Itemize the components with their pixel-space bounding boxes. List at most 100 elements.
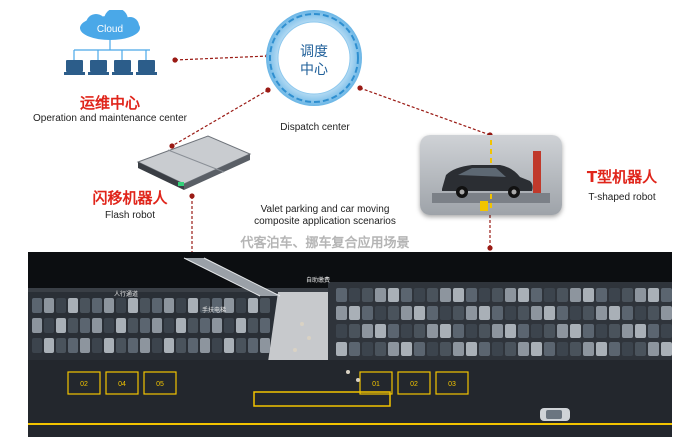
parked-car	[414, 324, 425, 338]
parked-car	[583, 288, 594, 302]
parked-car	[583, 324, 594, 338]
t-robot-en-label: T-shaped robot	[588, 192, 656, 203]
parked-car	[661, 306, 672, 320]
parked-car	[648, 342, 659, 356]
parked-car	[479, 306, 490, 320]
parked-car	[375, 342, 386, 356]
parked-car	[140, 338, 150, 353]
parked-car	[427, 306, 438, 320]
parked-car	[544, 342, 555, 356]
parked-car	[44, 298, 54, 313]
entry-sign: 人行通道	[114, 290, 138, 298]
parked-car	[609, 324, 620, 338]
parked-car	[440, 306, 451, 320]
parked-car	[622, 324, 633, 338]
parked-car	[236, 318, 246, 333]
parked-car	[224, 318, 234, 333]
parked-car	[152, 318, 162, 333]
flash-robot-illustration	[136, 135, 252, 190]
parked-car	[648, 324, 659, 338]
dispatch-center-globe: 调度 中心	[266, 10, 362, 106]
parked-car	[200, 318, 210, 333]
parked-car	[609, 342, 620, 356]
parked-car	[260, 298, 270, 313]
parked-car	[570, 306, 581, 320]
parked-car	[44, 338, 54, 353]
parked-car	[544, 324, 555, 338]
parked-car	[414, 288, 425, 302]
parked-car	[336, 306, 347, 320]
t-robot-car-illustration	[432, 140, 550, 211]
parked-car	[362, 288, 373, 302]
parked-car	[466, 306, 477, 320]
parked-car	[401, 288, 412, 302]
parked-car	[336, 324, 347, 338]
parked-car	[570, 324, 581, 338]
scenario-en-line1: Valet parking and car moving	[260, 204, 390, 215]
parked-car	[349, 288, 360, 302]
car-icon	[442, 165, 533, 198]
parked-car	[401, 342, 412, 356]
parked-car	[128, 338, 138, 353]
parked-car	[224, 338, 234, 353]
loading-bay	[67, 371, 101, 395]
dispatch-to-flash-line	[171, 89, 269, 147]
cloud-icon: Cloud	[80, 10, 140, 40]
parked-car	[152, 298, 162, 313]
parked-car	[200, 298, 210, 313]
parked-car	[635, 288, 646, 302]
parked-car	[557, 306, 568, 320]
parked-car	[32, 338, 42, 353]
parked-car	[388, 306, 399, 320]
parked-car	[518, 342, 529, 356]
parked-car	[80, 318, 90, 333]
bay-number: 04	[118, 381, 126, 388]
parked-car	[68, 338, 78, 353]
parked-car	[68, 318, 78, 333]
parked-car	[212, 338, 222, 353]
parked-car	[622, 306, 633, 320]
parked-car	[362, 342, 373, 356]
parked-car	[492, 342, 503, 356]
parked-car	[260, 338, 270, 353]
parked-car	[176, 298, 186, 313]
loading-bay	[143, 371, 177, 395]
parked-car	[583, 342, 594, 356]
parked-car	[544, 306, 555, 320]
parked-car	[401, 324, 412, 338]
parked-car	[427, 342, 438, 356]
parked-car	[56, 318, 66, 333]
t-robot-panel	[420, 135, 562, 215]
parked-car	[570, 288, 581, 302]
parked-car	[583, 306, 594, 320]
parked-car	[492, 324, 503, 338]
parked-car	[164, 338, 174, 353]
parked-car	[531, 342, 542, 356]
parked-car	[570, 342, 581, 356]
parked-car	[609, 306, 620, 320]
parked-car	[492, 288, 503, 302]
parked-car	[466, 288, 477, 302]
bay-number: 03	[448, 381, 456, 388]
parked-car	[68, 298, 78, 313]
parked-car	[375, 306, 386, 320]
left-parked-cars	[32, 298, 270, 353]
parked-car	[248, 338, 258, 353]
parked-car	[401, 306, 412, 320]
parked-car	[505, 342, 516, 356]
parked-car	[349, 342, 360, 356]
parked-car	[362, 324, 373, 338]
loading-bay	[397, 371, 431, 395]
parked-car	[92, 338, 102, 353]
bay-number: 05	[156, 381, 164, 388]
scenario-en-line2: composite application scenarios	[254, 216, 396, 227]
parked-car	[116, 318, 126, 333]
parked-car	[596, 342, 607, 356]
parked-car	[505, 324, 516, 338]
parked-car	[248, 298, 258, 313]
parked-car	[388, 324, 399, 338]
parked-car	[661, 288, 672, 302]
parked-car	[557, 324, 568, 338]
